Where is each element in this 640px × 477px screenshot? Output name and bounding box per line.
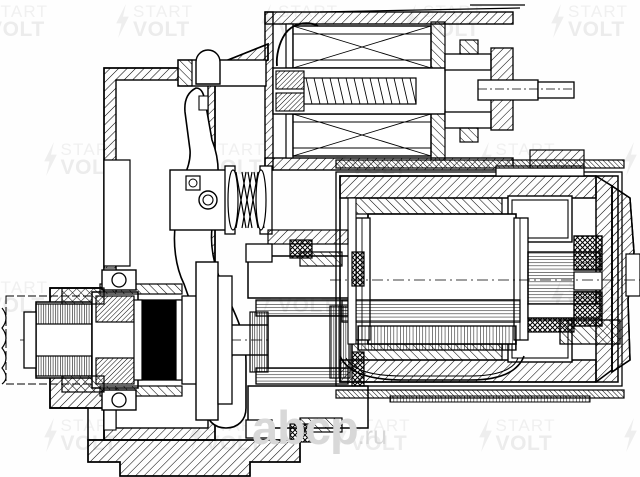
armature-core: [355, 213, 529, 345]
rear-ball-bearing: [245, 243, 273, 439]
abcp-name: abcp: [252, 401, 359, 454]
pivot-pin-detail: [185, 175, 201, 191]
contact-terminal: [444, 39, 575, 143]
overrunning-clutch: [91, 283, 185, 397]
housing-fasteners: [267, 229, 349, 433]
abcp-watermark: abcp.ru: [252, 404, 387, 451]
lever-top-bracket: [177, 49, 267, 87]
solenoid-lead-wire: [275, 22, 319, 67]
brush-assembly: [527, 235, 621, 345]
return-spring: [303, 77, 417, 105]
thrust-washers: [351, 251, 365, 387]
armature-winding: [339, 299, 525, 381]
shift-collar: [195, 261, 233, 421]
commutator-end-cover: [611, 184, 640, 374]
lever-return-spring: [169, 165, 273, 235]
abcp-tld: .ru: [357, 422, 387, 450]
pinion-gear: [1, 295, 99, 385]
